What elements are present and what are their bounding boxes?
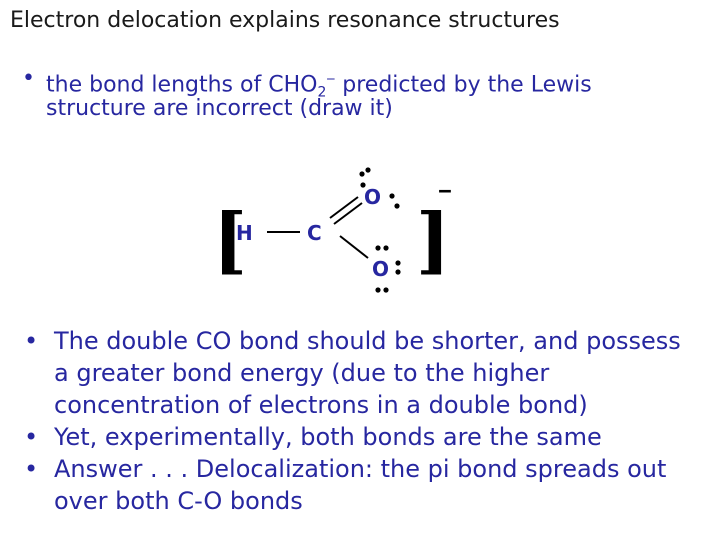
atom-C: C: [307, 221, 322, 245]
negative-charge: ‒: [438, 178, 452, 202]
bullet-glyph: •: [24, 423, 39, 451]
electron-dot: [394, 203, 400, 209]
atom-H: H: [236, 221, 253, 245]
bullet-line-1-post: predicted by the Lewis: [335, 72, 592, 98]
bullet-glyph: •: [24, 327, 39, 355]
subscript-2: 2: [317, 84, 327, 101]
electron-dot: [375, 287, 381, 293]
list-item-line: concentration of electrons in a double b…: [54, 391, 588, 419]
single-bond-C-O: [339, 235, 369, 259]
atom-O-top: O: [364, 185, 381, 209]
atom-O-bottom: O: [372, 257, 389, 281]
double-bond-line-2: [333, 202, 363, 225]
list-item-line: Yet, experimentally, both bonds are the …: [54, 423, 602, 451]
bullet-glyph: •: [24, 455, 39, 483]
list-item-line: The double CO bond should be shorter, an…: [54, 327, 681, 355]
electron-dot: [383, 287, 389, 293]
electron-dot: [359, 171, 365, 177]
slide-title: Electron delocation explains resonance s…: [10, 8, 560, 33]
electron-dot: [360, 182, 366, 188]
electron-dot: [389, 193, 395, 199]
lone-pair-dots: [359, 167, 401, 293]
list-item-line: Answer . . . Delocalization: the pi bond…: [54, 455, 667, 483]
left-bracket: [: [213, 197, 247, 282]
list-item: • Yet, experimentally, both bonds are th…: [22, 421, 681, 453]
bullet-line-1-pre: the bond lengths of CHO: [46, 72, 318, 98]
electron-dot: [365, 167, 371, 173]
electron-dot: [395, 260, 401, 266]
list-item-line: over both C-O bonds: [54, 487, 303, 515]
list-item: • Answer . . . Delocalization: the pi bo…: [22, 453, 681, 517]
superscript-charge: ‒: [326, 71, 336, 87]
bullet-line-1: the bond lengths of CHO2‒ predicted by t…: [46, 64, 592, 108]
list-item-line: a greater bond energy (due to the higher: [54, 359, 550, 387]
electron-dot: [375, 245, 381, 251]
right-bracket: ]: [416, 197, 450, 282]
bullet-line-2: structure are incorrect (draw it): [46, 96, 393, 121]
list-item: • The double CO bond should be shorter, …: [22, 325, 681, 421]
double-bond-line-1: [329, 196, 359, 219]
electron-dot: [395, 269, 401, 275]
electron-dot: [383, 245, 389, 251]
bullet-list: • The double CO bond should be shorter, …: [22, 325, 681, 517]
bullet-glyph: •: [22, 66, 35, 91]
